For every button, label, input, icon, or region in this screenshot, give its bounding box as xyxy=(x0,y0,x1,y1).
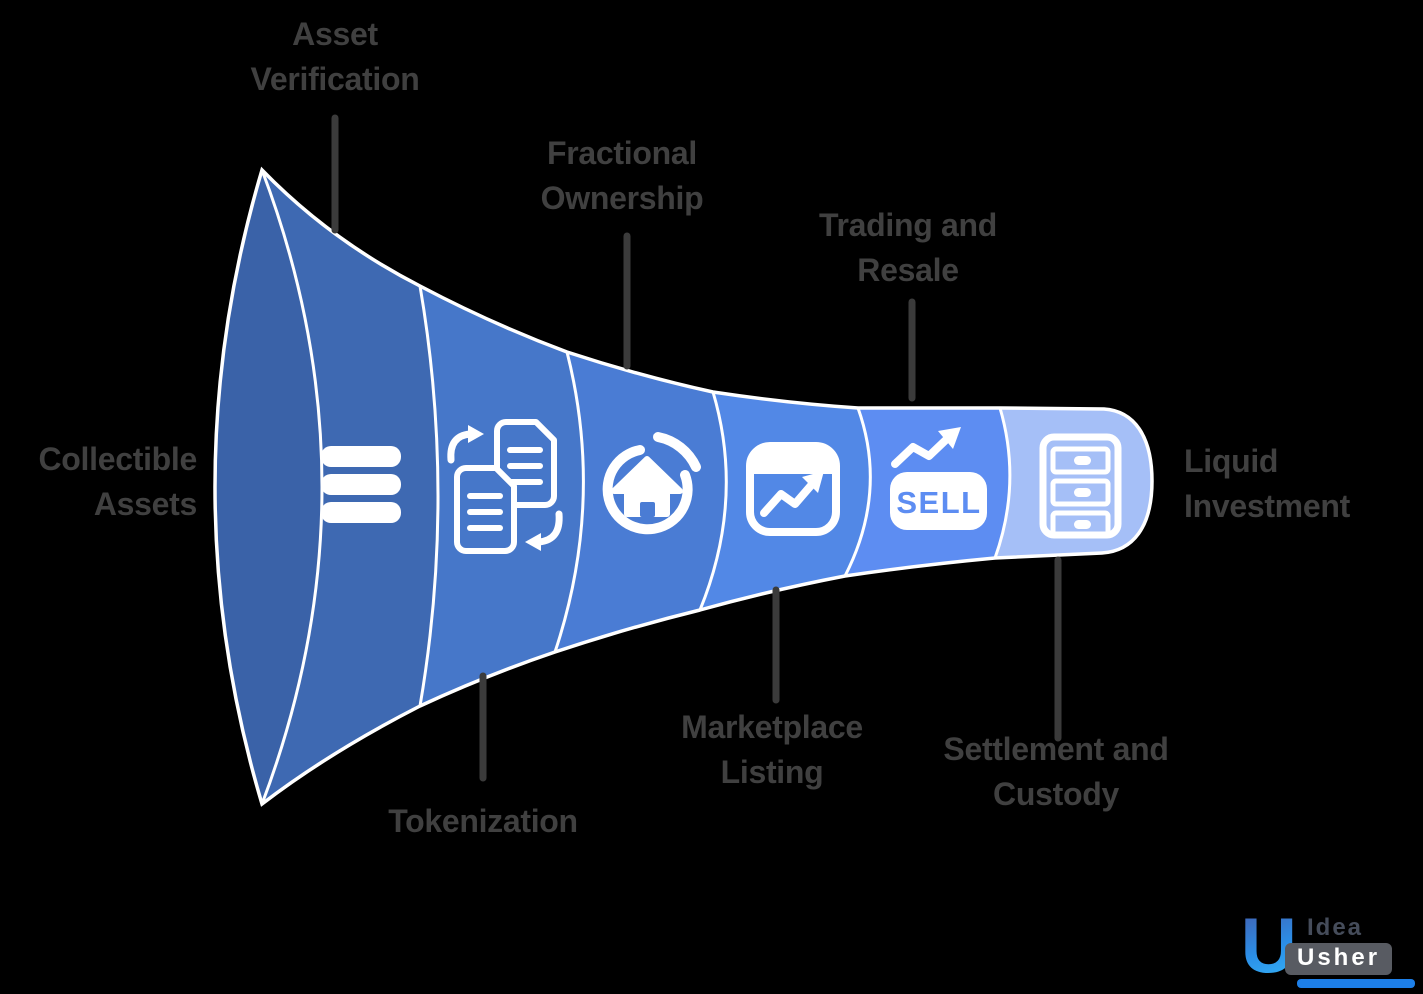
separator-5 xyxy=(993,407,1012,559)
label-line: Liquid xyxy=(1184,443,1279,479)
label-line: Collectible xyxy=(38,441,197,477)
funnel-mouth xyxy=(215,170,322,804)
label-line: Settlement and xyxy=(943,731,1169,767)
logo-word-usher: Usher xyxy=(1285,943,1393,975)
label-line: Custody xyxy=(993,776,1119,812)
separator-1 xyxy=(418,285,440,707)
layers-icon xyxy=(321,446,401,523)
logo-tagline-bar xyxy=(1297,979,1415,988)
label-line: Assets xyxy=(93,486,197,522)
label-tokenization: Tokenization xyxy=(388,799,578,844)
connector-lines xyxy=(331,114,1062,782)
label-line: Ownership xyxy=(540,180,704,216)
drawer-cabinet-icon xyxy=(1039,433,1122,539)
label-line: Fractional xyxy=(547,135,697,171)
label-line: Trading and xyxy=(818,207,998,243)
sell-badge-label: SELL xyxy=(896,485,981,520)
label-trading-resale: Trading and Resale xyxy=(819,203,997,293)
home-cycle-icon xyxy=(602,432,701,535)
chart-window-icon xyxy=(746,442,840,536)
label-line: Tokenization xyxy=(388,803,578,839)
label-line: Resale xyxy=(857,252,959,288)
label-line: Verification xyxy=(250,61,420,97)
label-line: Investment xyxy=(1184,488,1350,524)
label-asset-verification: Asset Verification xyxy=(251,12,420,102)
label-liquid-investment: Liquid Investment xyxy=(1184,439,1350,529)
idea-usher-logo: U Idea Usher xyxy=(1241,906,1415,988)
document-transfer-icon xyxy=(447,419,563,554)
funnel-outline xyxy=(213,166,1154,807)
label-marketplace-listing: Marketplace Listing xyxy=(681,705,863,795)
label-line: Marketplace xyxy=(681,709,863,745)
separator-4 xyxy=(843,407,872,577)
label-line: Listing xyxy=(720,754,824,790)
logo-word-idea: Idea xyxy=(1307,914,1364,941)
separator-2 xyxy=(553,351,585,653)
label-fractional-ownership: Fractional Ownership xyxy=(541,131,704,221)
separator-3 xyxy=(698,391,728,611)
label-collectible-assets: Collectible Assets xyxy=(0,437,197,527)
label-settlement-custody: Settlement and Custody xyxy=(943,727,1168,817)
label-line: Asset xyxy=(292,16,378,52)
sell-badge-icon: SELL xyxy=(890,427,987,530)
